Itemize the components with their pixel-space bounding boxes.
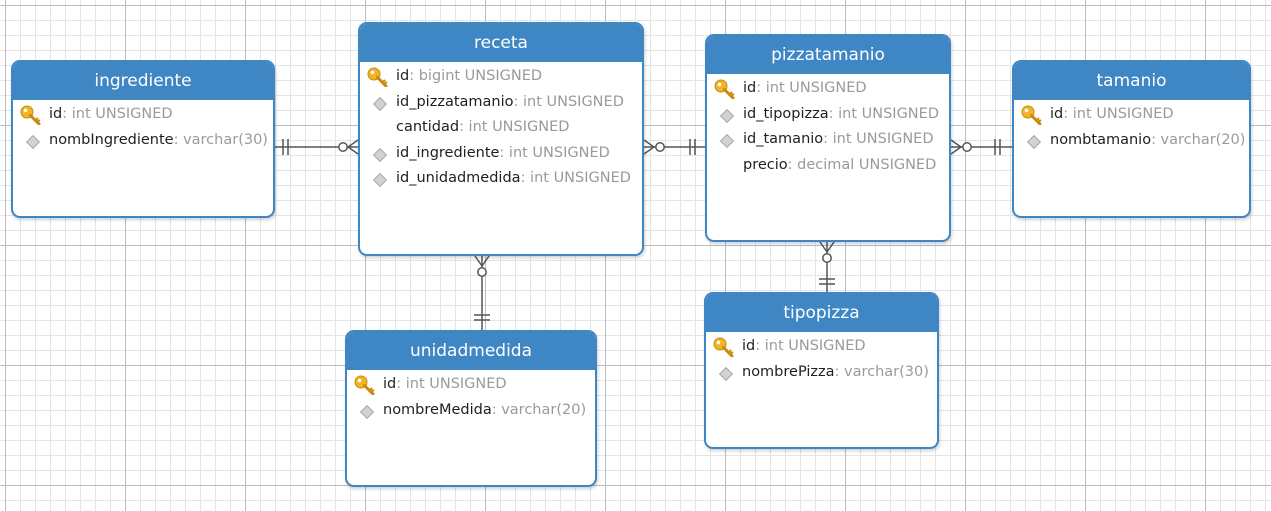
entity-title: pizzatamanio [707,36,949,74]
attribute-type: : int UNSIGNED [823,131,934,147]
diamond-icon [372,172,388,188]
attribute-name: id [396,68,410,84]
relationship-ingrediente-receta[interactable] [275,139,359,155]
attribute-row[interactable]: id_unidadmedida: int UNSIGNED [360,166,642,192]
relationship-receta-pizzatamanio[interactable] [643,139,705,155]
attribute-type: : int UNSIGNED [828,105,939,122]
attribute-type: : varchar(20) [491,401,587,418]
attribute-row[interactable]: id: int UNSIGNED [347,372,595,398]
attribute-type: : int UNSIGNED [513,93,624,110]
diamond-icon [372,147,388,162]
attribute-name: id_ingrediente [396,144,500,161]
attribute-row[interactable]: nombreMedida: varchar(20) [347,398,595,424]
attribute-type: : bigint UNSIGNED [409,68,543,84]
attribute-type: : varchar(30) [834,363,929,380]
attribute-name: id_unidadmedida [396,170,521,186]
attribute-name: id [743,80,757,96]
attribute-name: id [383,376,397,392]
attribute-row[interactable]: cantidad: int UNSIGNED [360,115,642,141]
attribute-name: nombtamanio [1050,131,1152,148]
attribute-row[interactable]: id: int UNSIGNED [1014,102,1249,128]
key-icon [713,337,734,357]
attribute-row[interactable]: nombtamanio: varchar(20) [1014,128,1249,154]
diamond-icon [719,133,735,149]
attribute-type: : varchar(30) [173,131,268,148]
diamond-icon [1026,134,1042,149]
key-icon [20,105,41,125]
entity-title: receta [360,24,642,62]
attribute-name: nombIngrediente [49,131,174,148]
attribute-type: : int UNSIGNED [755,338,866,354]
attribute-type: : varchar(20) [1151,131,1246,148]
attribute-row[interactable]: id: int UNSIGNED [707,76,949,102]
attribute-name: id [1050,106,1064,122]
attribute-row[interactable]: id: int UNSIGNED [706,334,937,360]
relationship-pizzatamanio-tamanio[interactable] [950,139,1012,155]
key-icon [714,79,735,99]
attribute-row[interactable]: id: int UNSIGNED [13,102,273,128]
diamond-icon [719,108,735,123]
attribute-name: nombreMedida [383,401,492,418]
attribute-type: : int UNSIGNED [396,376,507,392]
attribute-row[interactable]: id_pizzatamanio: int UNSIGNED [360,90,642,116]
attribute-row[interactable]: id_tipopizza: int UNSIGNED [707,102,949,128]
attribute-type: : int UNSIGNED [520,170,631,186]
attribute-row[interactable]: id_ingrediente: int UNSIGNED [360,141,642,167]
attribute-row[interactable]: precio: decimal UNSIGNED [707,153,949,179]
entity-title: tipopizza [706,294,937,332]
relationship-receta-unidadmedida[interactable] [474,255,490,330]
attribute-name: id_pizzatamanio [396,93,514,110]
attribute-type: : int UNSIGNED [62,106,173,122]
entity-title: unidadmedida [347,332,595,370]
entity-title: tamanio [1014,62,1249,100]
attribute-row[interactable]: id: bigint UNSIGNED [360,64,642,90]
key-icon [1021,105,1042,125]
attribute-row[interactable]: id_tamanio: int UNSIGNED [707,127,949,153]
attribute-name: precio [743,156,788,173]
attribute-name: nombrePizza [742,363,835,380]
diamond-icon [372,96,388,111]
attribute-type: : decimal UNSIGNED [787,156,937,173]
diamond-icon [25,134,41,149]
attribute-row[interactable]: nombrePizza: varchar(30) [706,360,937,386]
attribute-type: : int UNSIGNED [1063,106,1174,122]
attribute-row[interactable]: nombIngrediente: varchar(30) [13,128,273,154]
attribute-name: id_tamanio [743,131,824,147]
attribute-type: : int UNSIGNED [499,144,610,161]
attribute-name: id_tipopizza [743,105,829,122]
diamond-icon [718,366,734,381]
entity-title: ingrediente [13,62,273,100]
attribute-name: cantidad [396,119,460,135]
diamond-icon [359,404,375,419]
attribute-name: id [742,338,756,354]
relationship-pizzatamanio-tipopizza[interactable] [819,241,835,292]
key-icon [367,67,388,87]
attribute-name: id [49,106,63,122]
attribute-type: : int UNSIGNED [459,119,570,135]
attribute-type: : int UNSIGNED [756,80,867,96]
key-icon [354,375,375,395]
